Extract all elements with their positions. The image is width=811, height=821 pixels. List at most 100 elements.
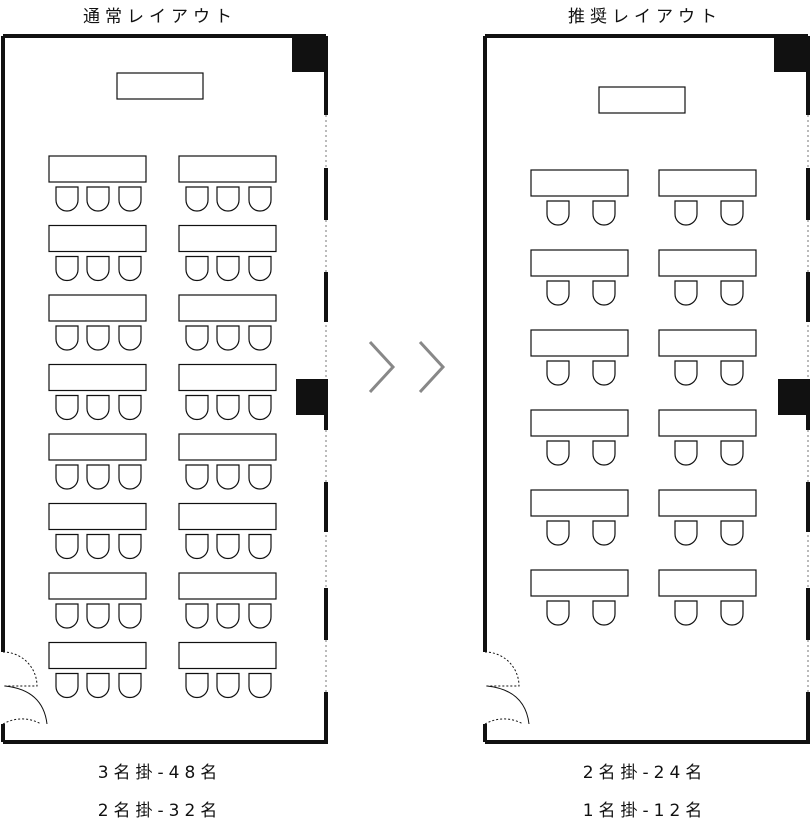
chair bbox=[248, 464, 272, 490]
chair bbox=[185, 325, 209, 351]
door-leaf bbox=[486, 685, 530, 725]
door-leaf bbox=[4, 685, 48, 725]
chair bbox=[216, 533, 240, 560]
pillar-corner bbox=[774, 36, 810, 72]
desk bbox=[48, 155, 147, 183]
chair bbox=[720, 440, 744, 466]
chair bbox=[720, 520, 744, 546]
chair bbox=[592, 520, 616, 546]
chair bbox=[86, 325, 110, 351]
chair bbox=[86, 394, 110, 421]
chair bbox=[248, 672, 272, 699]
desk bbox=[530, 249, 629, 277]
normal-capacity-2-seat: 2名掛-32名 bbox=[97, 801, 223, 821]
recommended-capacity-1-seat: 1名掛-12名 bbox=[582, 801, 708, 821]
desk bbox=[530, 569, 629, 597]
chair bbox=[674, 200, 698, 226]
recommended-layout-room bbox=[483, 34, 810, 744]
chair bbox=[592, 280, 616, 306]
chair bbox=[86, 255, 110, 282]
chair bbox=[674, 600, 698, 626]
chair bbox=[86, 533, 110, 560]
desk bbox=[48, 224, 147, 253]
chair bbox=[546, 600, 570, 626]
chair bbox=[720, 280, 744, 306]
pillar-corner bbox=[292, 36, 328, 72]
pillar-middle bbox=[296, 379, 328, 415]
chair bbox=[674, 280, 698, 306]
chair bbox=[86, 672, 110, 699]
chair bbox=[592, 200, 616, 226]
chair bbox=[248, 255, 272, 282]
recommended-layout-title: 推奨レイアウト bbox=[568, 7, 722, 27]
chair bbox=[216, 464, 240, 490]
chair bbox=[546, 520, 570, 546]
pillar-middle bbox=[778, 379, 810, 415]
desk bbox=[48, 572, 147, 600]
chair bbox=[55, 672, 79, 699]
desk bbox=[178, 433, 277, 461]
chair bbox=[216, 603, 240, 629]
chair bbox=[118, 325, 142, 351]
chair bbox=[185, 394, 209, 421]
desk bbox=[178, 641, 277, 670]
chair bbox=[592, 440, 616, 466]
desk bbox=[658, 569, 757, 597]
chair bbox=[674, 440, 698, 466]
desk bbox=[48, 294, 147, 322]
chair bbox=[118, 255, 142, 282]
chair bbox=[248, 394, 272, 421]
chair bbox=[546, 360, 570, 386]
desk bbox=[178, 572, 277, 600]
chair bbox=[118, 672, 142, 699]
chair bbox=[55, 255, 79, 282]
chair bbox=[216, 255, 240, 282]
desk bbox=[48, 363, 147, 392]
desk bbox=[178, 502, 277, 531]
chair bbox=[55, 464, 79, 490]
lectern bbox=[598, 86, 686, 114]
chair bbox=[185, 533, 209, 560]
door-swing-upper bbox=[2, 651, 38, 687]
desk bbox=[48, 641, 147, 670]
chair bbox=[118, 394, 142, 421]
chair bbox=[118, 464, 142, 490]
door-swing-lower bbox=[484, 718, 524, 725]
desk bbox=[530, 329, 629, 357]
chair bbox=[185, 672, 209, 699]
chair bbox=[248, 603, 272, 629]
chair bbox=[185, 255, 209, 282]
chair bbox=[216, 186, 240, 212]
chair bbox=[592, 600, 616, 626]
chair bbox=[185, 464, 209, 490]
chair bbox=[86, 603, 110, 629]
chair bbox=[55, 186, 79, 212]
chair bbox=[546, 200, 570, 226]
chair bbox=[546, 280, 570, 306]
desk bbox=[658, 169, 757, 197]
normal-capacity-3-seat: 3名掛-48名 bbox=[97, 763, 223, 783]
chair bbox=[248, 533, 272, 560]
chair bbox=[720, 200, 744, 226]
chair bbox=[86, 186, 110, 212]
chair bbox=[118, 533, 142, 560]
desk bbox=[48, 502, 147, 531]
desk bbox=[530, 409, 629, 437]
desk bbox=[658, 329, 757, 357]
chair bbox=[118, 603, 142, 629]
chair bbox=[674, 520, 698, 546]
desk bbox=[48, 433, 147, 461]
chair bbox=[592, 360, 616, 386]
chair bbox=[185, 603, 209, 629]
chair bbox=[720, 360, 744, 386]
desk bbox=[178, 155, 277, 183]
chair bbox=[86, 464, 110, 490]
desk bbox=[658, 249, 757, 277]
door-swing-upper bbox=[484, 651, 520, 687]
chair bbox=[55, 394, 79, 421]
normal-layout-room bbox=[1, 34, 328, 744]
desk bbox=[178, 294, 277, 322]
desk bbox=[658, 489, 757, 517]
door-swing-lower bbox=[2, 718, 42, 725]
